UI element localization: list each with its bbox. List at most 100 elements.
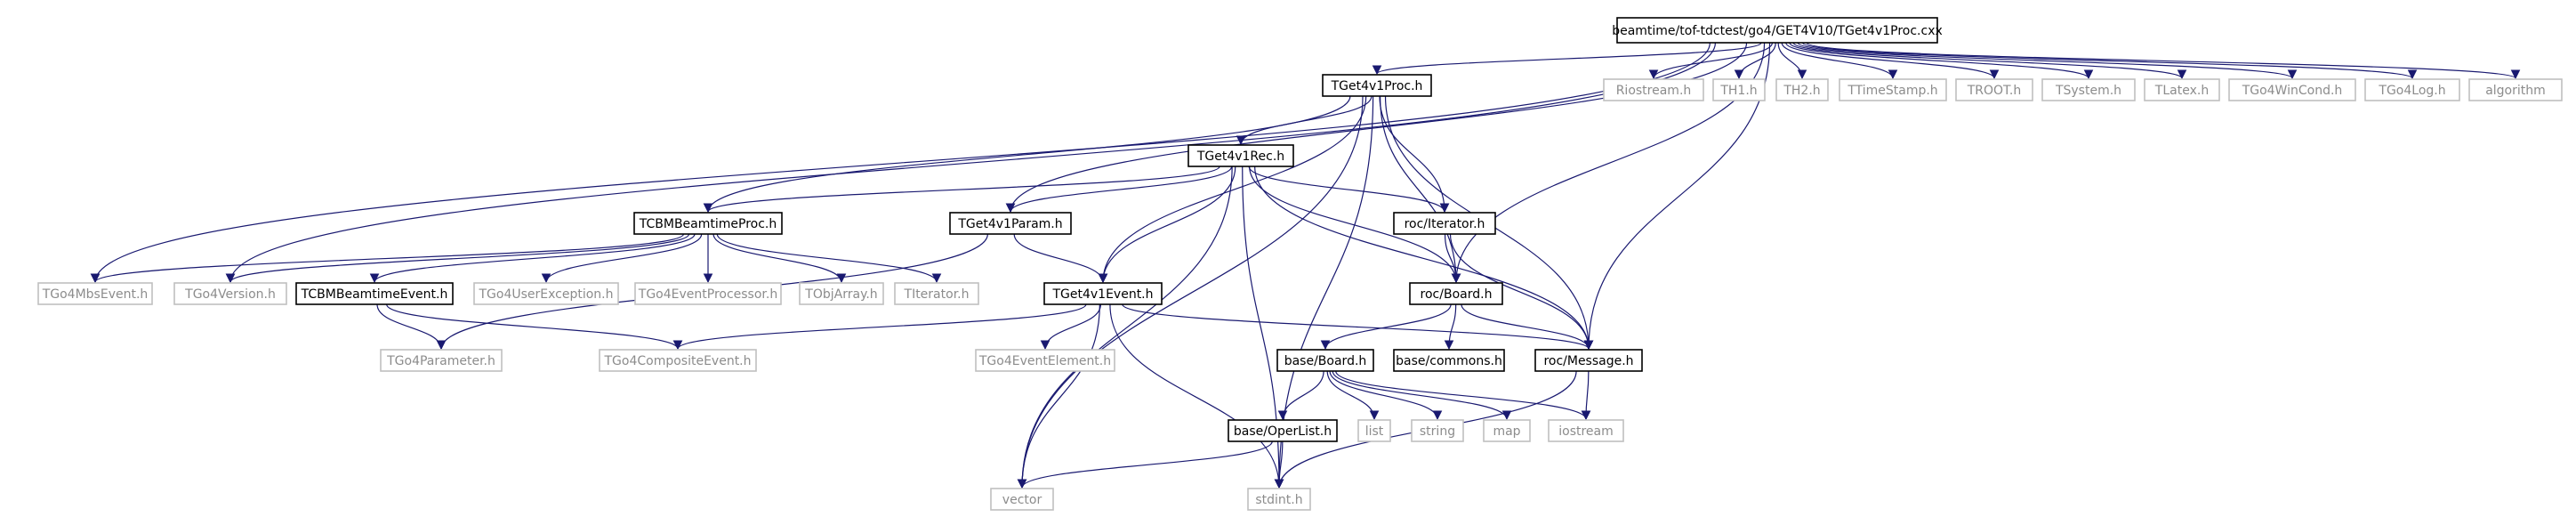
node-box-rocboard bbox=[1409, 282, 1503, 305]
node-box-titerator bbox=[894, 282, 979, 305]
node-root[interactable]: beamtime/tof-tdctest/go4/GET4V10/TGet4v1… bbox=[1612, 17, 1943, 44]
edge-rocboard-to-baseboard bbox=[1320, 303, 1452, 351]
node-label-cbmproc: TCBMBeamtimeProc.h bbox=[639, 217, 777, 231]
edge-root-to-go4log bbox=[1801, 42, 2418, 80]
node-label-vector: vector bbox=[1002, 493, 1042, 507]
node-iostream: iostream bbox=[1548, 419, 1624, 442]
node-box-rec_h bbox=[1187, 144, 1294, 167]
node-label-go4log: TGo4Log.h bbox=[2378, 84, 2445, 98]
node-tobjarray: TObjArray.h bbox=[799, 282, 884, 305]
edge-rociter-to-rocboard bbox=[1444, 233, 1461, 284]
node-label-userexc: TGo4UserException.h bbox=[478, 287, 613, 302]
edge-root-to-version bbox=[225, 42, 1717, 284]
node-box-map bbox=[1483, 419, 1531, 442]
node-cbmevent[interactable]: TCBMBeamtimeEvent.h bbox=[295, 282, 454, 305]
edge-get4event-to-evelement bbox=[1040, 303, 1101, 351]
edge-rec_h-to-get4event bbox=[1098, 166, 1236, 284]
node-box-vector bbox=[990, 488, 1054, 511]
edge-root-to-tlatex bbox=[1792, 42, 2187, 80]
node-box-mbsevent bbox=[37, 282, 153, 305]
edge-get4event-to-stdint bbox=[1109, 303, 1284, 489]
node-algorithm: algorithm bbox=[2468, 78, 2563, 101]
edge-root-to-th2 bbox=[1777, 42, 1807, 80]
node-box-baseboard bbox=[1276, 349, 1374, 372]
node-box-basecommons bbox=[1393, 349, 1505, 372]
node-rociter[interactable]: roc/Iterator.h bbox=[1393, 212, 1496, 235]
node-rec_h[interactable]: TGet4v1Rec.h bbox=[1187, 144, 1294, 167]
node-cbmproc[interactable]: TCBMBeamtimeProc.h bbox=[633, 212, 783, 235]
node-eventproc: TGo4EventProcessor.h bbox=[634, 282, 782, 305]
edge-baseboard-to-operlist bbox=[1277, 370, 1324, 421]
node-box-ttimestamp bbox=[1839, 78, 1947, 101]
edge-operlist-to-vector bbox=[1017, 440, 1273, 489]
edge-rec_h-to-param bbox=[1005, 166, 1233, 214]
node-go4log: TGo4Log.h bbox=[2364, 78, 2460, 101]
node-label-version: TGo4Version.h bbox=[184, 287, 276, 302]
nodes-layer: beamtime/tof-tdctest/go4/GET4V10/TGet4v1… bbox=[37, 17, 2563, 511]
edge-cbmproc-to-mbsevent bbox=[90, 233, 685, 284]
edge-root-to-wincond bbox=[1797, 42, 2298, 80]
node-evelement: TGo4EventElement.h bbox=[975, 349, 1115, 372]
node-box-get4event bbox=[1043, 282, 1163, 305]
edge-get4event-to-rocmessage bbox=[1122, 303, 1594, 351]
edge-rocboard-to-basecommons bbox=[1444, 303, 1457, 351]
node-label-algorithm: algorithm bbox=[2485, 84, 2546, 98]
node-label-rociter: roc/Iterator.h bbox=[1405, 217, 1485, 231]
node-box-root bbox=[1616, 17, 1938, 44]
node-label-param: TGet4v1Param.h bbox=[957, 217, 1062, 231]
node-vector: vector bbox=[990, 488, 1054, 511]
edge-cbmevent-to-composite bbox=[386, 303, 683, 351]
node-box-cbmproc bbox=[633, 212, 783, 235]
node-string: string bbox=[1411, 419, 1464, 442]
edge-rec_h-to-rocmessage bbox=[1254, 166, 1594, 351]
node-box-go4param bbox=[380, 349, 503, 372]
edge-baseboard-to-iostream bbox=[1335, 370, 1591, 421]
node-box-composite bbox=[599, 349, 757, 372]
edge-root-to-param bbox=[1005, 42, 1748, 214]
node-box-list bbox=[1357, 419, 1391, 442]
node-label-baseboard: base/Board.h bbox=[1284, 354, 1367, 368]
node-stdint: stdint.h bbox=[1247, 488, 1311, 511]
node-box-version bbox=[173, 282, 287, 305]
node-label-list: list bbox=[1365, 424, 1384, 439]
node-baseboard[interactable]: base/Board.h bbox=[1276, 349, 1374, 372]
node-label-eventproc: TGo4EventProcessor.h bbox=[638, 287, 777, 302]
edge-root-to-proc_h bbox=[1372, 42, 1762, 76]
node-go4param: TGo4Parameter.h bbox=[380, 349, 503, 372]
node-box-go4log bbox=[2364, 78, 2460, 101]
node-rocmessage[interactable]: roc/Message.h bbox=[1534, 349, 1643, 372]
node-box-param bbox=[949, 212, 1072, 235]
node-operlist[interactable]: base/OperList.h bbox=[1228, 419, 1338, 442]
node-label-riostream: Riostream.h bbox=[1616, 84, 1692, 98]
node-param[interactable]: TGet4v1Param.h bbox=[949, 212, 1072, 235]
node-tlatex: TLatex.h bbox=[2144, 78, 2220, 101]
node-proc_h[interactable]: TGet4v1Proc.h bbox=[1322, 74, 1432, 97]
node-label-composite: TGo4CompositeEvent.h bbox=[603, 354, 751, 368]
edge-get4event-to-composite bbox=[672, 303, 1087, 351]
node-label-wincond: TGo4WinCond.h bbox=[2242, 84, 2343, 98]
edge-rec_h-to-vector bbox=[1017, 166, 1233, 489]
node-label-get4event: TGet4v1Event.h bbox=[1051, 287, 1153, 302]
edge-baseboard-to-list bbox=[1326, 370, 1380, 421]
node-basecommons[interactable]: base/commons.h bbox=[1393, 349, 1505, 372]
node-label-th1: TH1.h bbox=[1719, 84, 1757, 98]
edge-proc_h-to-rocboard bbox=[1379, 95, 1461, 284]
node-version: TGo4Version.h bbox=[173, 282, 287, 305]
edge-rocboard-to-rocmessage bbox=[1461, 303, 1594, 351]
node-rocboard[interactable]: roc/Board.h bbox=[1409, 282, 1503, 305]
edge-param-to-get4event bbox=[1013, 233, 1108, 284]
node-titerator: TIterator.h bbox=[894, 282, 979, 305]
node-box-cbmevent bbox=[295, 282, 454, 305]
node-map: map bbox=[1483, 419, 1531, 442]
edge-rociter-to-rocmessage bbox=[1449, 233, 1594, 351]
node-th1: TH1.h bbox=[1712, 78, 1766, 101]
edge-rec_h-to-rocboard bbox=[1249, 166, 1461, 284]
node-composite: TGo4CompositeEvent.h bbox=[599, 349, 757, 372]
node-get4event[interactable]: TGet4v1Event.h bbox=[1043, 282, 1163, 305]
edge-root-to-th1 bbox=[1734, 42, 1776, 80]
node-box-rociter bbox=[1393, 212, 1496, 235]
node-box-wincond bbox=[2228, 78, 2356, 101]
node-label-tobjarray: TObjArray.h bbox=[804, 287, 877, 302]
edge-cbmproc-to-titerator bbox=[716, 233, 942, 284]
node-label-tlatex: TLatex.h bbox=[2154, 84, 2209, 98]
